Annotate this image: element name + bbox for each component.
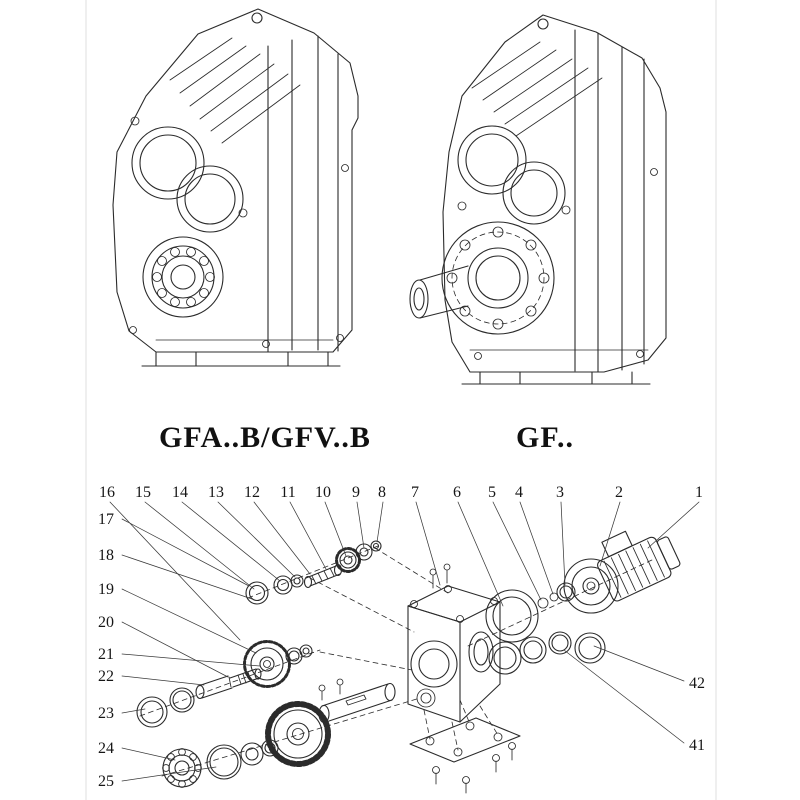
page-edges [85, 0, 717, 800]
gearbox-gf-drawing [409, 14, 667, 385]
callout-12: 12 [244, 484, 260, 501]
callout-leader-lines [109, 501, 700, 782]
model-label-gfab: GFA..B/GFV..B [159, 421, 371, 454]
cover-plate-part [409, 717, 521, 794]
callout-25: 25 [98, 773, 114, 790]
shim-rings [488, 631, 606, 675]
assembly-axis-lines [139, 545, 653, 777]
callout-5: 5 [488, 484, 496, 501]
callout-2: 2 [615, 484, 623, 501]
callout-42: 42 [689, 675, 705, 692]
motor-part [485, 530, 681, 643]
callout-20: 20 [98, 614, 114, 631]
callout-22: 22 [98, 668, 114, 685]
callout-16: 16 [99, 484, 115, 501]
exploded-view-drawing: 16 15 14 13 12 11 10 9 8 7 6 5 4 3 2 1 1… [98, 484, 705, 794]
callout-7: 7 [411, 484, 419, 501]
callout-11: 11 [280, 484, 295, 501]
callout-21: 21 [98, 646, 114, 663]
callout-6: 6 [453, 484, 461, 501]
callout-3: 3 [556, 484, 564, 501]
callout-15: 15 [135, 484, 151, 501]
callout-19: 19 [98, 581, 114, 598]
callout-18: 18 [98, 547, 114, 564]
callout-17: 17 [98, 511, 114, 528]
output-gear-parts [162, 682, 396, 788]
callout-41: 41 [689, 737, 705, 754]
callout-9: 9 [352, 484, 360, 501]
callout-23: 23 [98, 705, 114, 722]
housing-part [407, 563, 501, 723]
callout-1: 1 [695, 484, 703, 501]
intermediate-gear-parts [136, 640, 344, 728]
callout-13: 13 [208, 484, 224, 501]
callout-numbers: 16 15 14 13 12 11 10 9 8 7 6 5 4 3 2 1 1… [98, 484, 705, 790]
callout-8: 8 [378, 484, 386, 501]
callout-14: 14 [172, 484, 188, 501]
callout-10: 10 [315, 484, 331, 501]
callout-24: 24 [98, 740, 114, 757]
model-label-gf: GF.. [516, 421, 574, 454]
gearbox-gfab-drawing [112, 8, 359, 367]
input-shaft-parts [245, 540, 382, 605]
callout-4: 4 [515, 484, 523, 501]
